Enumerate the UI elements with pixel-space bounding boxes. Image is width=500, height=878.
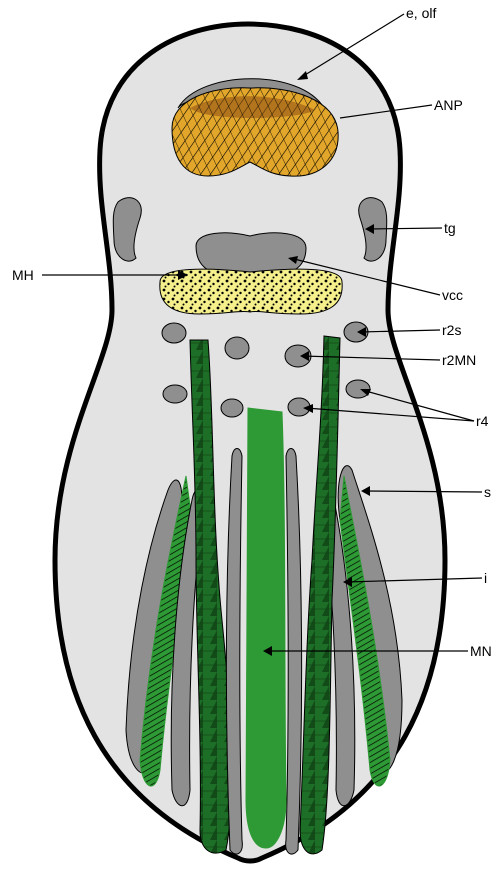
label-r2mn: r2MN (442, 352, 476, 368)
label-mn: MN (470, 643, 492, 659)
r4-inner-left (221, 399, 243, 417)
label-vcc: vcc (442, 287, 463, 303)
r4-left (163, 385, 187, 403)
mn-midline (246, 408, 286, 848)
label-r4: r4 (476, 413, 489, 429)
mh-band (160, 269, 342, 314)
r2-inner-left (225, 337, 249, 359)
r2s-left (162, 323, 186, 343)
label-mh: MH (12, 267, 34, 283)
label-tg: tg (444, 220, 456, 236)
label-i: i (484, 570, 487, 586)
label-e-olf: e, olf (406, 5, 436, 21)
label-anp: ANP (434, 97, 463, 113)
label-s: s (484, 484, 491, 500)
anp-crosshatch (172, 88, 338, 176)
label-r2s: r2s (442, 322, 461, 338)
